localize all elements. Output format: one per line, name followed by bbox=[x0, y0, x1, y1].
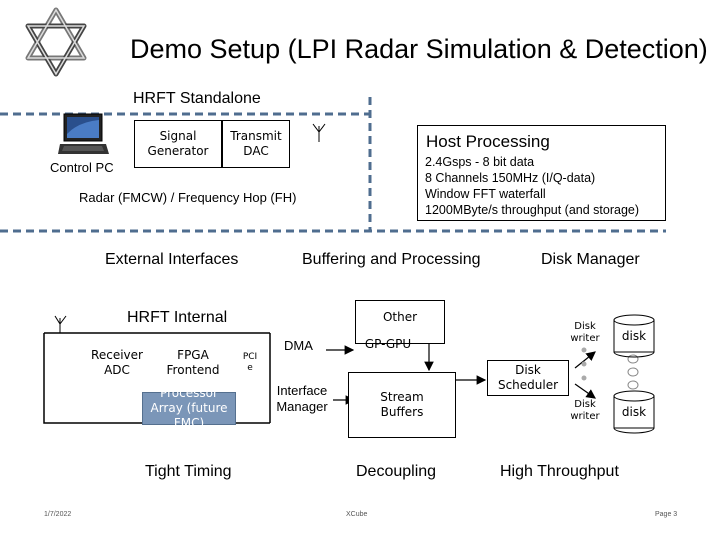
signal-generator-box: Signal Generator bbox=[134, 120, 222, 168]
host-line: 1200MByte/s throughput (and storage) bbox=[425, 203, 640, 217]
antenna-icon bbox=[54, 315, 67, 333]
host-line: 2.4Gsps - 8 bit data bbox=[425, 155, 535, 169]
control-pc-label: Control PC bbox=[50, 160, 114, 175]
antenna-icon bbox=[312, 123, 326, 142]
external-interfaces-heading: External Interfaces bbox=[105, 251, 239, 268]
buffering-heading: Buffering and Processing bbox=[302, 251, 481, 268]
slide-title: Demo Setup (LPI Radar Simulation & Detec… bbox=[130, 34, 708, 64]
receiver-adc-label: Receiver ADC bbox=[91, 348, 143, 377]
footer-center: XCube bbox=[346, 511, 368, 518]
decoupling-label: Decoupling bbox=[356, 463, 437, 480]
host-line: Window FFT waterfall bbox=[425, 187, 546, 201]
xcube-logo bbox=[25, 7, 87, 77]
host-line: 8 Channels 150MHz (I/Q-data) bbox=[425, 171, 596, 185]
disk-scheduler-box: Disk Scheduler bbox=[487, 360, 569, 396]
gp-gpu-label: GP-GPU bbox=[364, 337, 412, 351]
disk-2-label: disk bbox=[621, 405, 647, 419]
radar-caption: Radar (FMCW) / Frequency Hop (FH) bbox=[79, 190, 297, 205]
high-throughput-label: High Throughput bbox=[500, 463, 619, 480]
internal-heading: HRFT Internal bbox=[127, 309, 228, 326]
internal-bracket bbox=[43, 333, 61, 424]
footer-date: 1/7/2022 bbox=[44, 511, 72, 518]
disk-writer-2: Disk writer bbox=[570, 399, 600, 422]
transmit-dac-box: Transmit DAC bbox=[222, 120, 290, 168]
host-processing-box: Host Processing 2.4Gsps - 8 bit data 8 C… bbox=[417, 125, 666, 221]
processor-array-box: Processor Array (future FMC) bbox=[142, 386, 236, 430]
disk-cylinder-icon bbox=[613, 314, 655, 358]
host-title: Host Processing bbox=[426, 132, 550, 151]
footer-page: Page 3 bbox=[655, 511, 678, 518]
disk-writer-1: Disk writer bbox=[570, 321, 600, 344]
disk-manager-heading: Disk Manager bbox=[541, 251, 640, 268]
fpga-frontend-label: FPGA Frontend bbox=[166, 348, 220, 377]
laptop-icon bbox=[58, 113, 109, 154]
standalone-heading: HRFT Standalone bbox=[133, 90, 261, 107]
disk-dots bbox=[627, 354, 639, 390]
stream-buffers-box: Stream Buffers bbox=[348, 372, 456, 438]
disk-cylinder-icon bbox=[613, 390, 655, 434]
dma-label: DMA bbox=[284, 338, 313, 353]
interface-manager-label: Interface Manager bbox=[276, 383, 328, 414]
disk-writer-dots bbox=[581, 347, 587, 381]
pcie-label: PCI e bbox=[242, 352, 258, 373]
arrow-scheduler-writer2 bbox=[574, 383, 596, 399]
disk-1-label: disk bbox=[621, 329, 647, 343]
other-box: Other bbox=[355, 300, 445, 344]
tight-timing-label: Tight Timing bbox=[145, 463, 232, 480]
arrow-scheduler-writer1 bbox=[574, 351, 596, 369]
